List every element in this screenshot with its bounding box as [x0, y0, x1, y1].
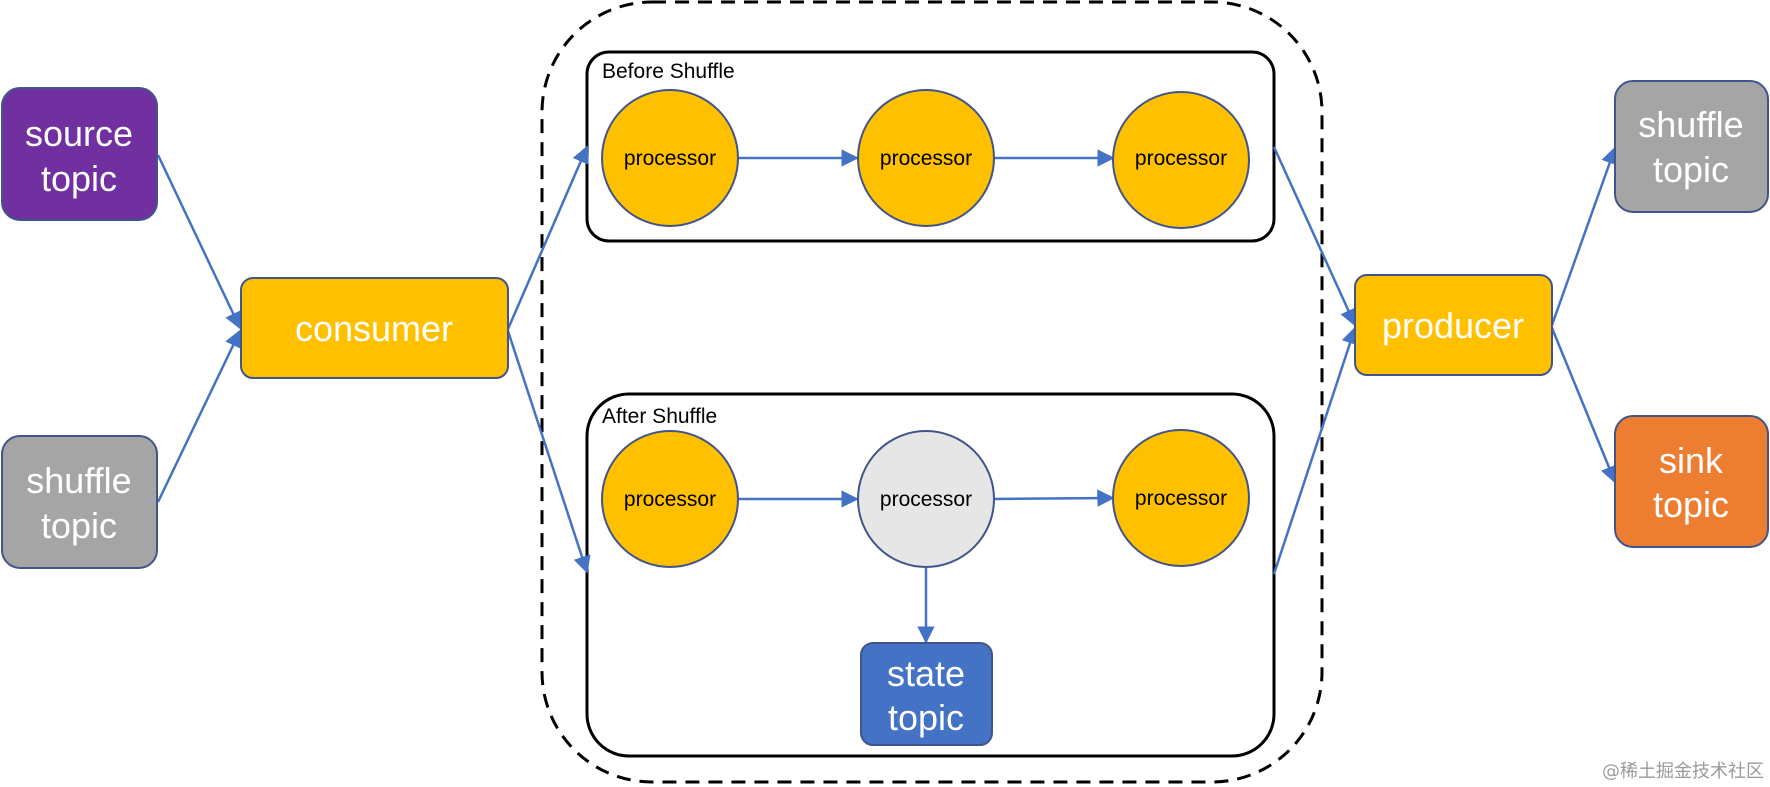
- consumer-node: consumer: [240, 277, 509, 379]
- edge-consumer-to-before: [506, 145, 589, 330]
- watermark-text: @稀土掘金技术社区: [1602, 761, 1764, 782]
- edge-after-p2-p3: [992, 489, 1115, 507]
- before-processor-3: processor: [1112, 91, 1250, 229]
- edge-source-to-consumer: [156, 154, 242, 330]
- shuffle-topic-output-node: shuffle topic: [1614, 80, 1769, 213]
- state-topic-label-line1: state: [887, 653, 965, 694]
- after-shuffle-frame: [585, 392, 1276, 758]
- source-topic-node: source topic: [1, 87, 158, 221]
- sink-topic-label-line1: sink: [1659, 440, 1724, 481]
- state-topic-label-line2: topic: [888, 697, 964, 738]
- sink-topic-node: sink topic: [1614, 415, 1769, 548]
- before-processor-1-label: processor: [624, 147, 716, 170]
- edge-producer-to-sink: [1550, 327, 1618, 484]
- edges: [156, 145, 1618, 644]
- before-processor-1: processor: [601, 89, 739, 227]
- before-processor-2: processor: [857, 89, 995, 227]
- after-processor-3-label: processor: [1135, 487, 1227, 510]
- shuffle-topic-input-label-line2: topic: [41, 505, 117, 546]
- source-topic-label-line1: source: [25, 113, 133, 154]
- after-processor-2-label: processor: [880, 488, 972, 511]
- after-processor-1-label: processor: [624, 488, 716, 511]
- edge-before-to-producer: [1272, 146, 1357, 327]
- producer-node: producer: [1354, 274, 1553, 376]
- shuffle-topic-output-label-line2: topic: [1653, 149, 1729, 190]
- shuffle-topic-input-node: shuffle topic: [1, 435, 158, 569]
- producer-label: producer: [1382, 305, 1524, 346]
- task-dashed-container: [540, 0, 1324, 784]
- before-shuffle-title: Before Shuffle: [602, 60, 735, 83]
- before-processor-2-label: processor: [880, 147, 972, 170]
- shuffle-topic-input-label-line1: shuffle: [26, 460, 131, 501]
- after-shuffle-group: After Shuffle: [585, 392, 1276, 758]
- after-shuffle-title: After Shuffle: [602, 405, 717, 428]
- after-processor-1: processor: [601, 430, 739, 568]
- before-processor-3-label: processor: [1135, 147, 1227, 170]
- edge-after-to-producer: [1272, 326, 1359, 575]
- source-topic-label-line2: topic: [41, 158, 117, 199]
- after-processor-2-stateful: processor: [857, 430, 995, 568]
- consumer-label: consumer: [295, 308, 453, 349]
- edge-producer-to-shuffle-out: [1550, 146, 1618, 326]
- edge-consumer-to-after: [506, 330, 591, 574]
- after-processor-3: processor: [1112, 429, 1250, 567]
- shuffle-topic-output-label-line1: shuffle: [1638, 104, 1743, 145]
- state-topic-node: state topic: [860, 642, 993, 746]
- sink-topic-label-line2: topic: [1653, 484, 1729, 525]
- edge-shuffle-to-consumer: [156, 329, 242, 503]
